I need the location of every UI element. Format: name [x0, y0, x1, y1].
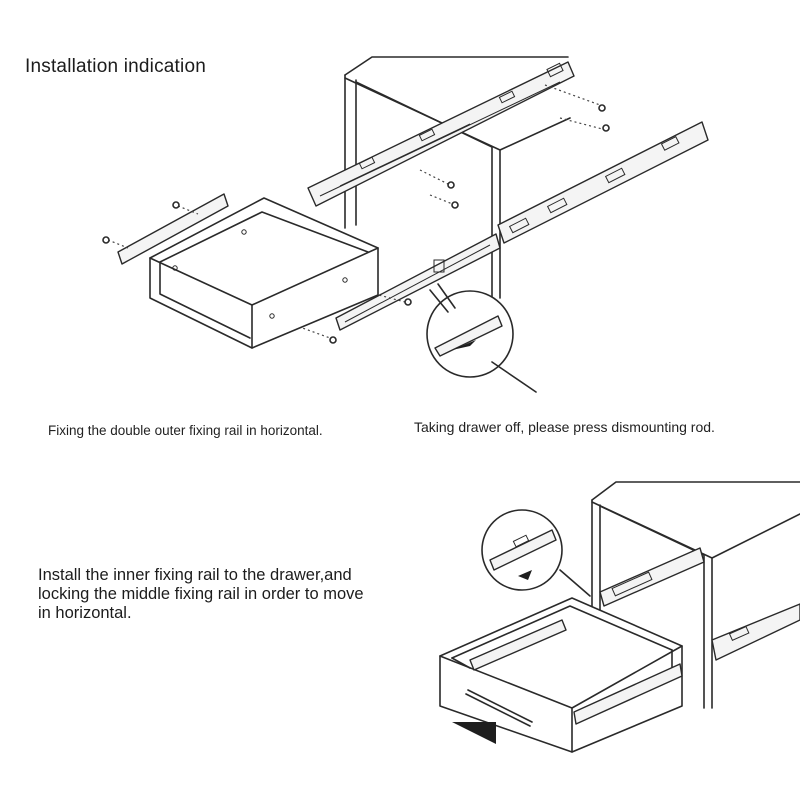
page-title: Installation indication	[25, 56, 206, 77]
screws-top	[274, 84, 610, 344]
caption-step-3: Install the inner fixing rail to the dra…	[38, 566, 478, 623]
caption-step-3-line-1: Install the inner fixing rail to the dra…	[38, 566, 352, 584]
drawer-box-top	[149, 197, 379, 349]
zoom-circle-top	[426, 283, 537, 393]
caption-step-3-line-3: in horizontal.	[38, 604, 132, 622]
upper-outer-rail	[307, 61, 575, 207]
inner-rail-top	[102, 193, 229, 265]
drawer-bottom	[439, 597, 683, 753]
pull-arrow	[452, 722, 496, 744]
lower-rail-slots	[508, 136, 680, 234]
upper-rail-slots	[358, 90, 516, 170]
rails-bottom	[599, 547, 800, 661]
zoom-circle-bottom	[481, 509, 591, 597]
caption-step-3-line-2: locking the middle fixing rail in order …	[38, 585, 364, 603]
caption-step-2: Taking drawer off, please press dismount…	[414, 419, 715, 435]
lower-outer-rail	[335, 121, 709, 331]
caption-step-1: Fixing the double outer fixing rail in h…	[48, 423, 323, 438]
